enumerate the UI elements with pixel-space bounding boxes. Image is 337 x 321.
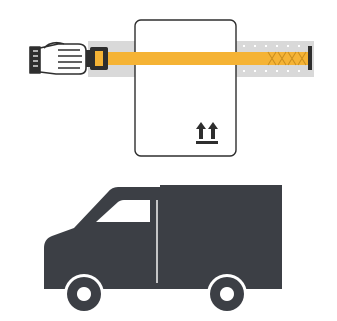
rear-wheel bbox=[207, 274, 247, 314]
package-box-icon bbox=[135, 20, 236, 156]
front-wheel bbox=[64, 274, 104, 314]
delivery-truck-icon bbox=[44, 185, 282, 314]
hand-icon bbox=[30, 43, 86, 74]
